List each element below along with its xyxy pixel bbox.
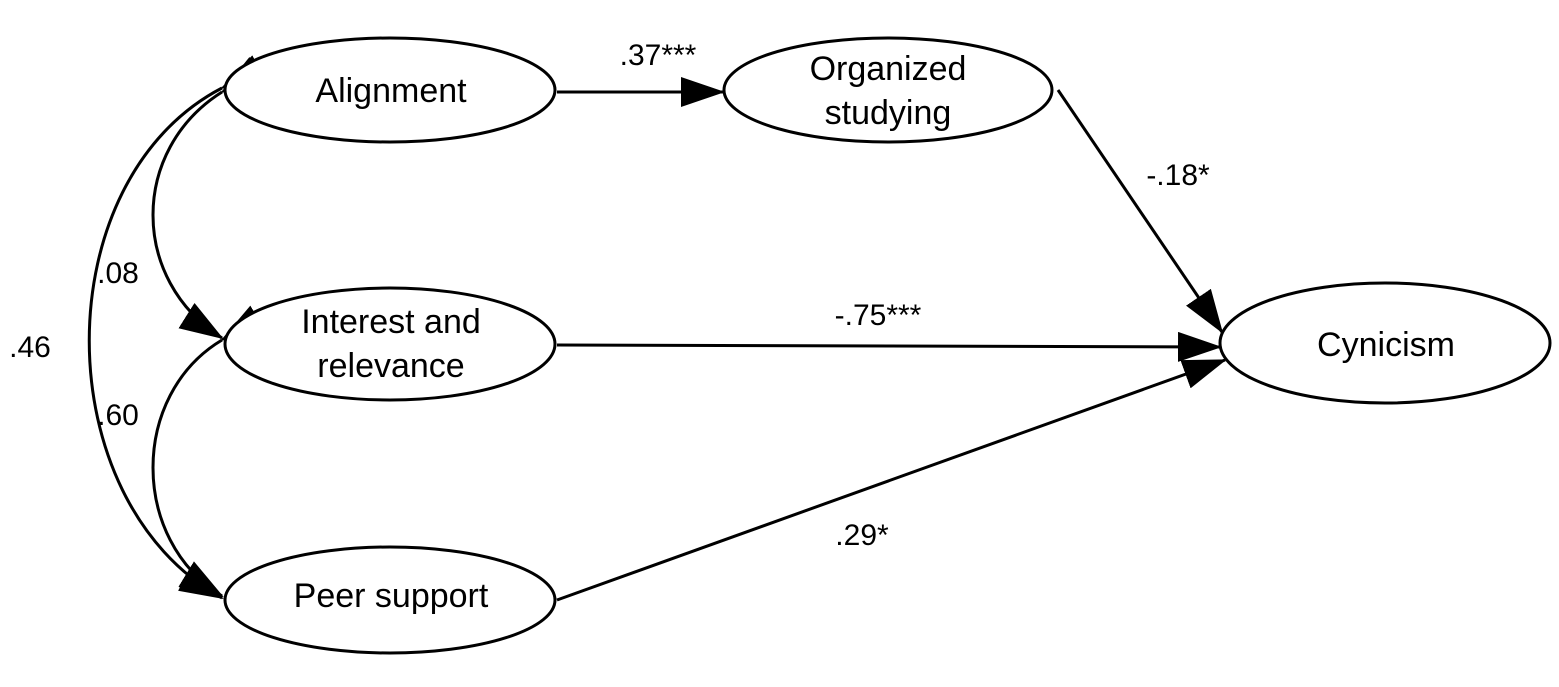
node-interest-relevance-label-line2: relevance bbox=[317, 347, 464, 385]
node-organized-studying-label-line1: Organized bbox=[810, 50, 967, 88]
node-alignment: Alignment bbox=[223, 36, 557, 144]
correlation-arc-interest-peer bbox=[151, 305, 266, 598]
node-cynicism: Cynicism bbox=[1218, 281, 1552, 405]
node-cynicism-ellipse bbox=[1218, 281, 1552, 405]
path-organized-to-cynicism bbox=[1056, 89, 1224, 334]
node-organized-studying-label-line2: studying bbox=[825, 94, 952, 132]
correlation-label-interest-peer: .60 bbox=[97, 399, 139, 432]
node-interest-relevance: Interest and relevance bbox=[223, 286, 557, 402]
path-label-organized-cynicism: -.18* bbox=[1146, 159, 1210, 192]
path-label-alignment-organized: .37*** bbox=[620, 39, 697, 72]
correlation-arc-alignment-interest bbox=[151, 56, 266, 340]
node-organized-studying-ellipse bbox=[722, 36, 1054, 144]
path-label-interest-cynicism: -.75*** bbox=[835, 299, 922, 332]
node-peer-support: Peer support bbox=[223, 545, 557, 655]
node-peer-support-ellipse bbox=[223, 545, 557, 655]
correlation-label-alignment-peer: .46 bbox=[9, 331, 51, 364]
path-interest-to-cynicism bbox=[556, 331, 1222, 362]
path-label-peer-cynicism: .29* bbox=[835, 519, 889, 552]
node-interest-relevance-label-line1: Interest and bbox=[301, 303, 481, 341]
correlation-arc-alignment-peer bbox=[87, 55, 267, 600]
node-interest-relevance-ellipse bbox=[223, 286, 557, 402]
node-alignment-ellipse bbox=[223, 36, 557, 144]
node-peer-support-label: Peer support bbox=[294, 577, 489, 615]
correlation-label-alignment-interest: .08 bbox=[97, 257, 139, 290]
node-cynicism-label: Cynicism bbox=[1317, 326, 1455, 364]
node-organized-studying: Organized studying bbox=[722, 36, 1054, 144]
path-peer-to-cynicism bbox=[556, 358, 1227, 602]
node-alignment-label: Alignment bbox=[315, 72, 467, 110]
